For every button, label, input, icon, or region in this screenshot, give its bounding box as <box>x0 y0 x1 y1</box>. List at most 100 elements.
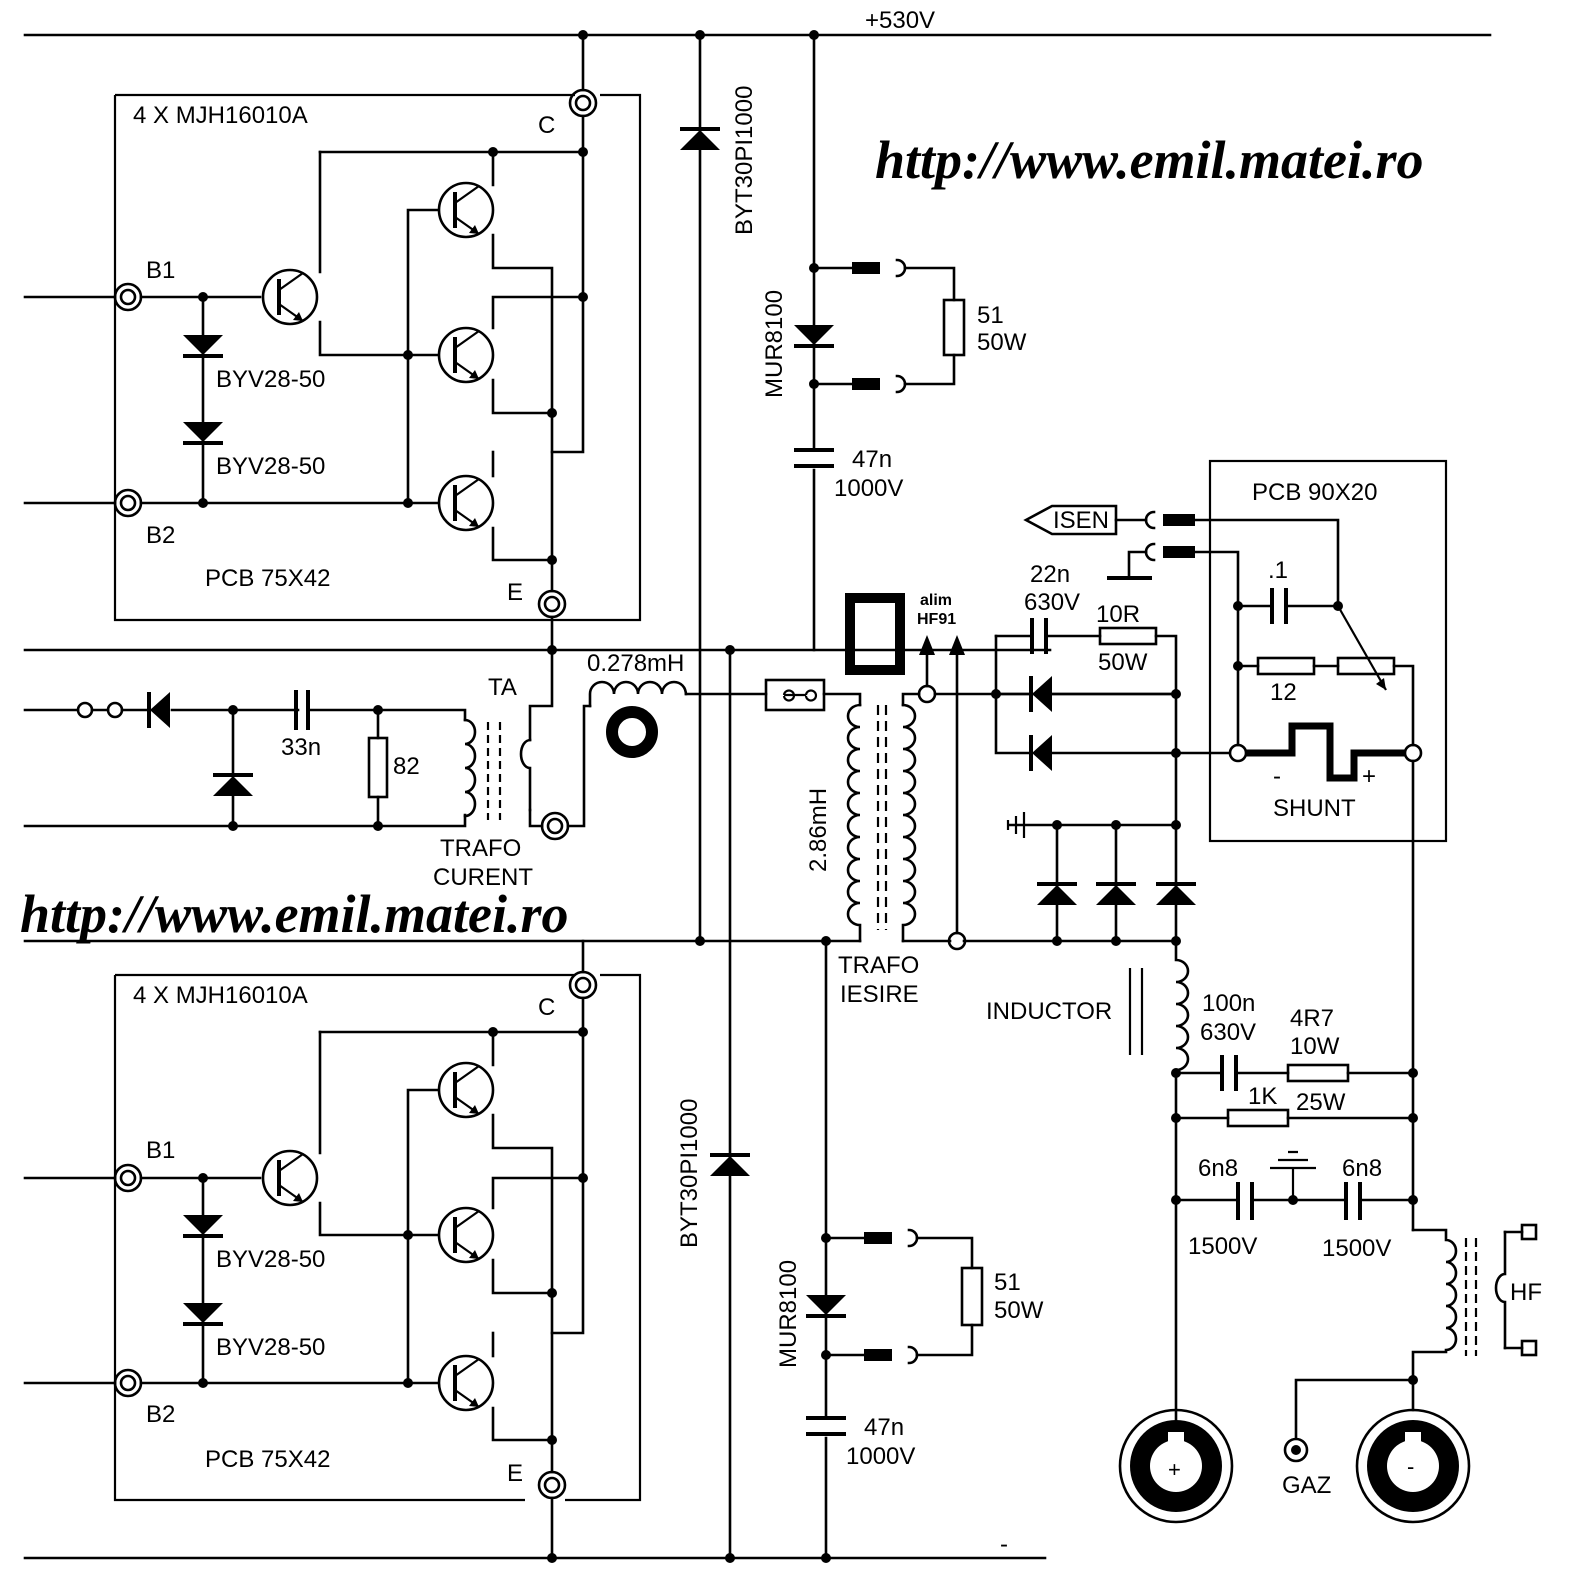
collector-terminal <box>568 88 598 118</box>
inductor-label: INDUCTOR <box>986 998 1112 1025</box>
positive-output-label: + <box>1168 1457 1181 1482</box>
snubber-diode <box>804 1293 848 1318</box>
collector-pin-label: C <box>538 112 555 139</box>
filter-res1-power: 10W <box>1290 1033 1340 1060</box>
bottom-switch-module: 4 X MJH16010A PCB 75X42 C E B1 B2 BYV28-… <box>23 939 642 1563</box>
emitter-terminal <box>537 589 567 619</box>
output-transformer-label-1: TRAFO <box>838 952 919 979</box>
rectifier-diode-1 <box>1029 674 1054 714</box>
toroid-core <box>606 706 658 758</box>
chassis-ground-icon <box>1270 1150 1316 1200</box>
shunt-label: SHUNT <box>1273 795 1356 822</box>
emitter-pin-label: E <box>507 579 523 606</box>
module-board: PCB 75X42 <box>205 565 330 592</box>
module-outline <box>113 973 642 1502</box>
driver-transistor <box>261 268 319 326</box>
base-diode-1-label: BYV28-50 <box>216 1246 325 1273</box>
driver-transistor <box>261 1149 319 1207</box>
alim-label: alim <box>920 592 952 609</box>
filter-res2-label: 1K <box>1248 1083 1277 1110</box>
shunt-cap-label: .1 <box>1268 557 1288 584</box>
rc-cap-label: 22n <box>1030 561 1070 588</box>
filter-res2-power: 25W <box>1296 1089 1346 1116</box>
current-sense: 33n 82 TA TRAFO CURENT <box>23 674 592 891</box>
clamp-diode-top-label: BYT30PI1000 <box>731 86 758 235</box>
power-transistor-3 <box>437 474 495 532</box>
power-transistor-3 <box>437 1354 495 1412</box>
filter-cap1-label: 100n <box>1202 990 1255 1017</box>
rc-resistor-label: 10R <box>1096 601 1140 628</box>
filter-cap3-label: 6n8 <box>1342 1155 1382 1182</box>
rc-cap-voltage: 630V <box>1024 589 1080 616</box>
snubber-diode-label: MUR8100 <box>761 290 788 398</box>
negative-rail-label: - <box>1000 1531 1008 1558</box>
collector-terminal <box>568 970 598 1000</box>
connector-block <box>764 678 826 712</box>
base1-terminal <box>113 1163 143 1193</box>
output-transformer-section: 0.278mH 2.86mH TRAFO IESIRE alim HF91 <box>587 592 1178 1008</box>
base2-pin-label: B2 <box>146 522 175 549</box>
series-inductor-label: 0.278mH <box>587 650 684 677</box>
base2-pin-label: B2 <box>146 1401 175 1428</box>
ground-icon <box>1006 812 1026 838</box>
rc-resistor-power: 50W <box>1098 649 1148 676</box>
transformer-inductance-label: 2.86mH <box>805 788 832 872</box>
filter-cap2-voltage: 1500V <box>1188 1233 1257 1260</box>
output-transformer-label-2: IESIRE <box>840 981 919 1008</box>
module-title: 4 X MJH16010A <box>133 102 308 129</box>
filter-res1-label: 4R7 <box>1290 1005 1334 1032</box>
snubber-diode-label: MUR8100 <box>775 1260 802 1368</box>
freewheel-diode-2 <box>1094 882 1138 907</box>
freewheel-diode-1 <box>1035 882 1079 907</box>
midpoint-nets <box>23 615 1052 943</box>
sense-diode <box>147 690 172 730</box>
sense-cap-label: 33n <box>281 734 321 761</box>
module-outline <box>113 93 642 622</box>
current-transformer-label-1: TRAFO <box>440 835 521 862</box>
snubber-cap-label: 47n <box>864 1414 904 1441</box>
base1-pin-label: B1 <box>146 257 175 284</box>
top-switch-module: 4 X MJH16010A PCB 75X42 C E B1 B2 BYV28-… <box>23 30 642 622</box>
sense-terminal <box>540 811 570 841</box>
junction-dots <box>198 30 588 565</box>
base1-terminal <box>113 282 143 312</box>
ta-label: TA <box>488 674 517 701</box>
bottom-snubber: MUR8100 47n 1000V 51 50W <box>775 936 1044 1563</box>
base-diode-2-label: BYV28-50 <box>216 453 325 480</box>
output-terminals: HF GAZ + - <box>1118 1223 1542 1524</box>
base-diode-1 <box>181 333 225 358</box>
power-transistor-2 <box>437 1206 495 1264</box>
shunt-plus-label: + <box>1362 763 1376 790</box>
base-diode-2 <box>181 1301 225 1326</box>
rails: +530V - <box>23 7 1492 1560</box>
filter-cap2-label: 6n8 <box>1198 1155 1238 1182</box>
base-diode-2-label: BYV28-50 <box>216 1334 325 1361</box>
snubber-cap-voltage: 1000V <box>846 1443 915 1470</box>
isen-label: ISEN <box>1053 507 1109 534</box>
snubber-cap-voltage: 1000V <box>834 475 903 502</box>
gas-label: GAZ <box>1282 1472 1331 1499</box>
power-transistor-1 <box>437 1061 495 1119</box>
base2-terminal <box>113 1368 143 1398</box>
power-transistor-1 <box>437 181 495 239</box>
sense-resistor-label: 82 <box>393 753 420 780</box>
filter-cap3-voltage: 1500V <box>1322 1235 1391 1262</box>
output-filter: INDUCTOR 100n 630V 4R7 10W 1K 25W 6n8 15… <box>986 759 1418 1422</box>
watermark-top: http://www.emil.matei.ro <box>875 130 1424 190</box>
clamp-diodes: BYT30PI1000 BYT30PI1000 <box>676 30 758 1563</box>
watermark-bottom: http://www.emil.matei.ro <box>20 884 569 944</box>
shunt-board: PCB 90X20 ISEN .1 12 - + SHUNT <box>1023 459 1448 843</box>
clamp-diode-top <box>678 127 722 152</box>
base-diode-2 <box>181 420 225 445</box>
shunt-minus-label: - <box>1273 763 1281 790</box>
power-transistor-2 <box>437 326 495 384</box>
filter-cap1-voltage: 630V <box>1200 1019 1256 1046</box>
hf91-label: HF91 <box>917 611 956 628</box>
rectifier-section: 22n 630V 10R 50W <box>991 561 1230 946</box>
shunt-board-outline <box>1208 459 1448 843</box>
rectifier-diode-2 <box>1029 733 1054 773</box>
clamp-diode-bottom-label: BYT30PI1000 <box>676 1099 703 1248</box>
top-snubber: MUR8100 47n 1000V 51 50W <box>761 30 1027 652</box>
negative-output-socket: - <box>1355 1408 1471 1524</box>
base-diode-1-label: BYV28-50 <box>216 366 325 393</box>
